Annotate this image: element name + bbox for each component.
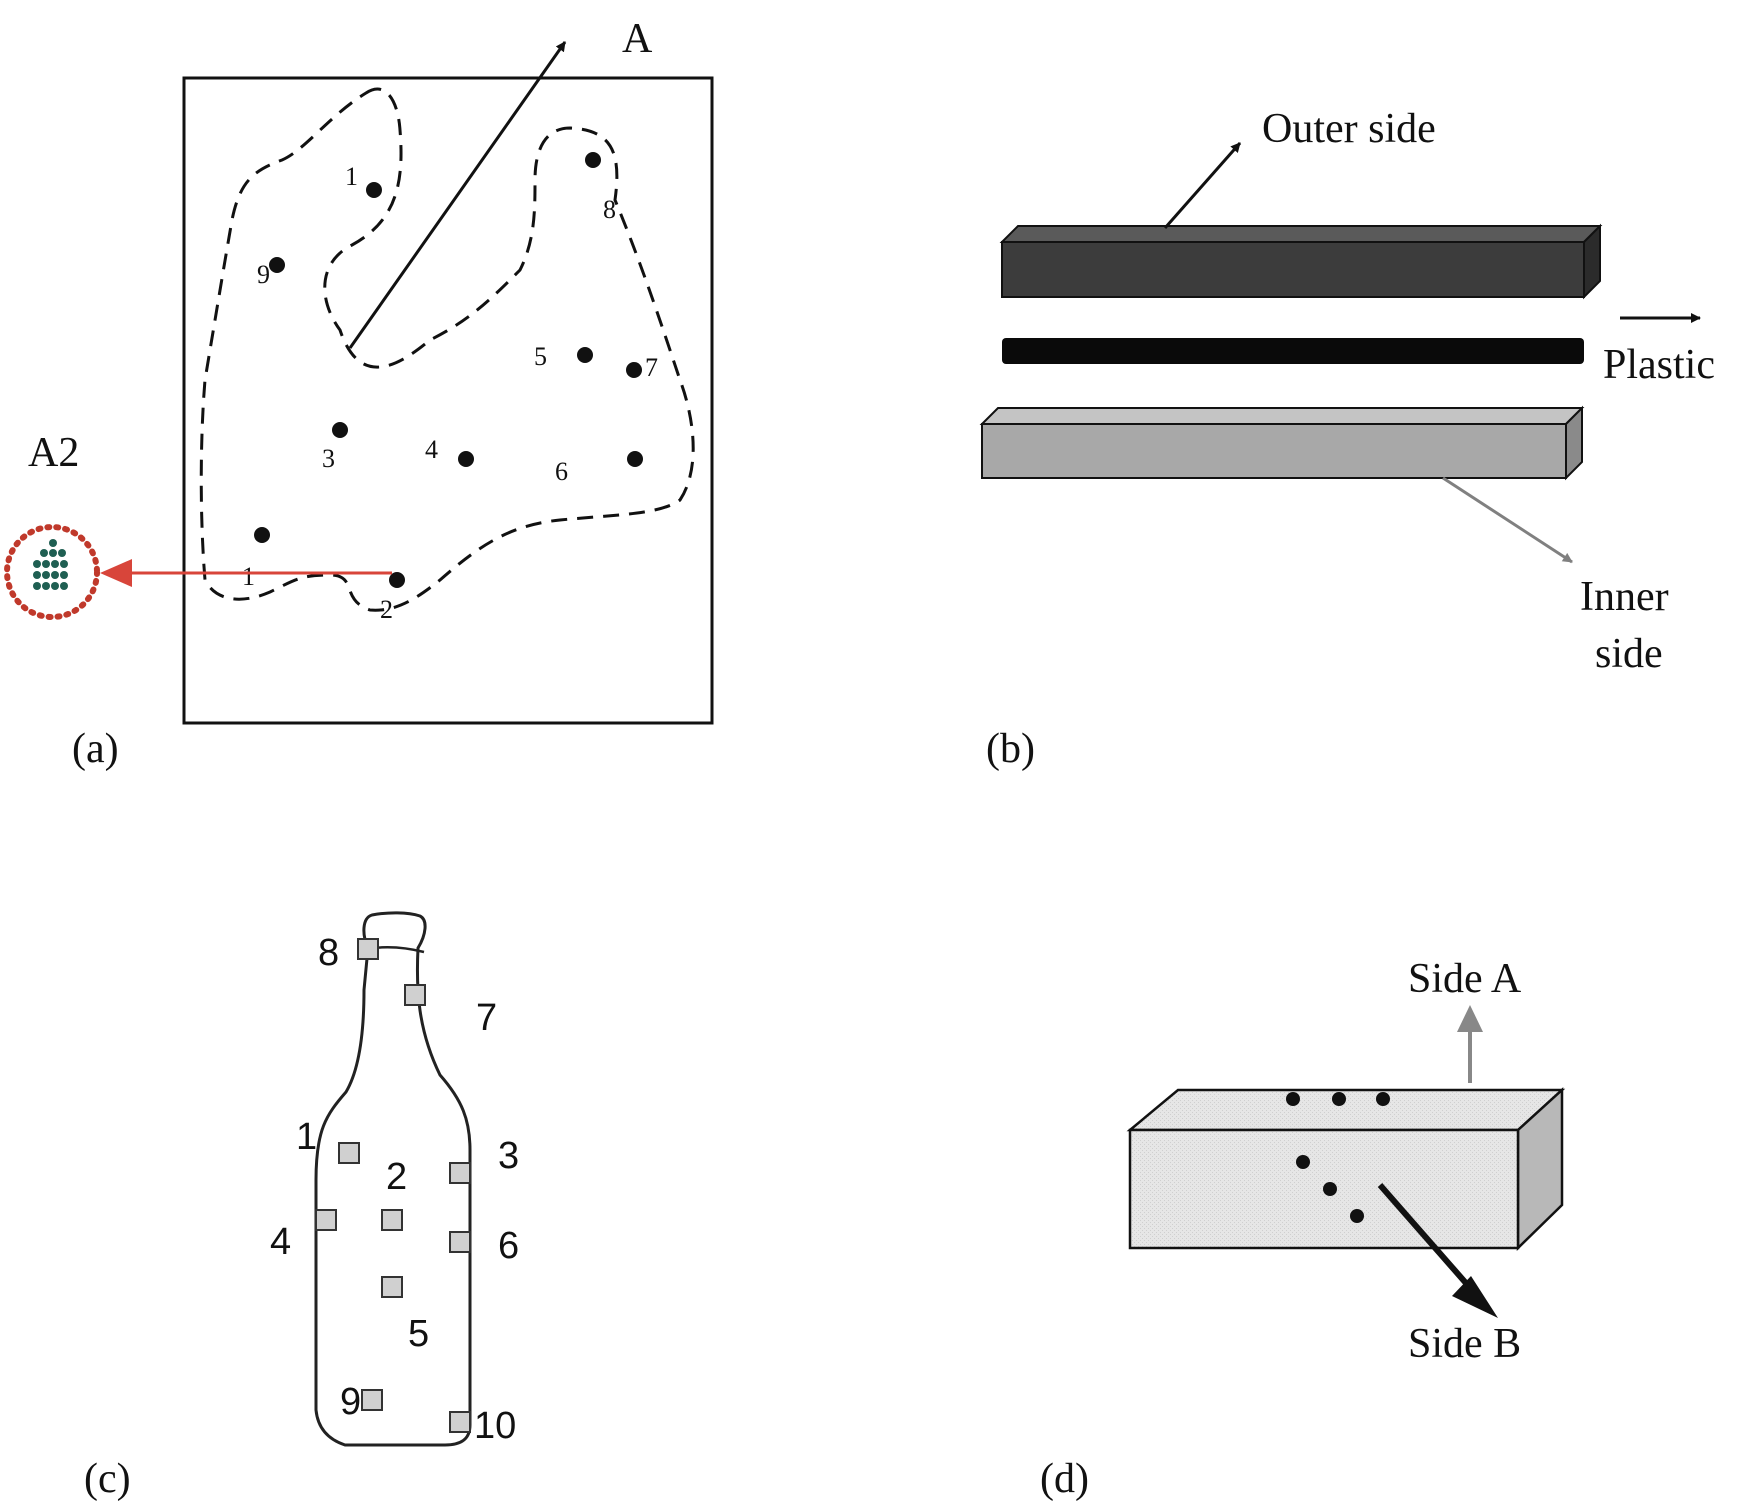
square-5 bbox=[381, 1276, 403, 1298]
sample-box bbox=[1126, 1087, 1566, 1251]
label-side-a: Side A bbox=[1408, 956, 1522, 1002]
point-1 bbox=[366, 182, 382, 198]
point-5 bbox=[577, 347, 593, 363]
square-3 bbox=[449, 1162, 471, 1184]
point-label-2: 2 bbox=[380, 595, 393, 624]
square-4 bbox=[315, 1209, 337, 1231]
panel-a: A 1 2 3 4 5 6 7 8 9 1 bbox=[4, 16, 714, 772]
point-label-8: 8 bbox=[603, 195, 616, 224]
label-a: A bbox=[622, 16, 653, 62]
top-face-dots bbox=[1286, 1092, 1390, 1106]
point-6 bbox=[627, 451, 643, 467]
point-label-5: 5 bbox=[534, 342, 547, 371]
front-face-dots bbox=[1296, 1155, 1364, 1223]
bottle-outline bbox=[314, 911, 472, 1447]
label-a2: A2 bbox=[28, 430, 79, 476]
point-8 bbox=[585, 152, 601, 168]
caption-b: (b) bbox=[986, 726, 1035, 772]
inner-bar bbox=[979, 405, 1585, 481]
arrow-a bbox=[348, 41, 567, 349]
panel-a-frame bbox=[182, 76, 714, 725]
plastic-bar bbox=[1002, 338, 1584, 364]
square-10 bbox=[449, 1411, 471, 1433]
bottle-label-8: 8 bbox=[318, 932, 339, 974]
square-6 bbox=[449, 1231, 471, 1253]
bottle-label-4: 4 bbox=[270, 1221, 291, 1263]
square-8 bbox=[357, 938, 379, 960]
side-b-arrow-head bbox=[1452, 1276, 1498, 1318]
sample-points-a bbox=[254, 152, 643, 588]
label-outer-side: Outer side bbox=[1262, 106, 1436, 152]
red-arrow-head bbox=[100, 559, 132, 587]
outer-bar bbox=[999, 223, 1603, 300]
point-7 bbox=[626, 362, 642, 378]
point-label-1: 1 bbox=[345, 162, 358, 191]
dashed-region-outline bbox=[199, 87, 695, 612]
point-left bbox=[254, 527, 270, 543]
bottle-labels: 1 2 3 4 5 6 7 8 9 10 bbox=[270, 932, 519, 1447]
label-side-b: Side B bbox=[1408, 1321, 1521, 1367]
a2-dotted-circle bbox=[4, 524, 100, 620]
bottle-label-1: 1 bbox=[296, 1116, 317, 1158]
a2-dot-cluster bbox=[33, 539, 68, 590]
square-9 bbox=[361, 1389, 383, 1411]
point-4 bbox=[458, 451, 474, 467]
side-b-arrow-line bbox=[1377, 1183, 1475, 1292]
point-label-7: 7 bbox=[645, 353, 658, 382]
point-3 bbox=[332, 422, 348, 438]
point-2 bbox=[389, 572, 405, 588]
bottle-label-2: 2 bbox=[386, 1156, 407, 1198]
square-1 bbox=[338, 1142, 360, 1164]
caption-c: (c) bbox=[84, 1456, 131, 1502]
point-label-4: 4 bbox=[425, 435, 438, 464]
bottle-label-3: 3 bbox=[498, 1135, 519, 1177]
side-a-arrow-head bbox=[1457, 1005, 1483, 1032]
square-2 bbox=[381, 1209, 403, 1231]
bottle-label-7: 7 bbox=[476, 997, 497, 1039]
point-9 bbox=[269, 257, 285, 273]
bottle-label-6: 6 bbox=[498, 1225, 519, 1267]
outer-side-arrow bbox=[1163, 142, 1242, 229]
label-inner-side-1: Inner bbox=[1580, 574, 1669, 620]
point-label-1b: 1 bbox=[242, 562, 255, 591]
bottle-squares bbox=[315, 938, 471, 1433]
caption-a: (a) bbox=[72, 726, 119, 772]
point-label-9: 9 bbox=[257, 260, 270, 289]
point-label-6: 6 bbox=[555, 457, 568, 486]
square-7 bbox=[404, 984, 426, 1006]
bottle-label-9: 9 bbox=[340, 1381, 361, 1423]
point-label-3: 3 bbox=[322, 444, 335, 473]
bottle-label-10: 10 bbox=[474, 1405, 516, 1447]
label-plastic: Plastic bbox=[1603, 342, 1715, 388]
bottle-label-5: 5 bbox=[408, 1313, 429, 1355]
label-inner-side-2: side bbox=[1595, 631, 1663, 677]
panel-d: Side A Side B (d) bbox=[1040, 956, 1566, 1502]
point-labels-a: 1 2 3 4 5 6 7 8 9 1 bbox=[242, 162, 658, 624]
panel-b: Outer side Plastic Inner side (b) bbox=[979, 106, 1715, 772]
panel-c: 1 2 3 4 5 6 7 8 9 10 (c) bbox=[84, 911, 519, 1502]
inner-side-arrow bbox=[1442, 476, 1573, 564]
caption-d: (d) bbox=[1040, 1456, 1089, 1502]
